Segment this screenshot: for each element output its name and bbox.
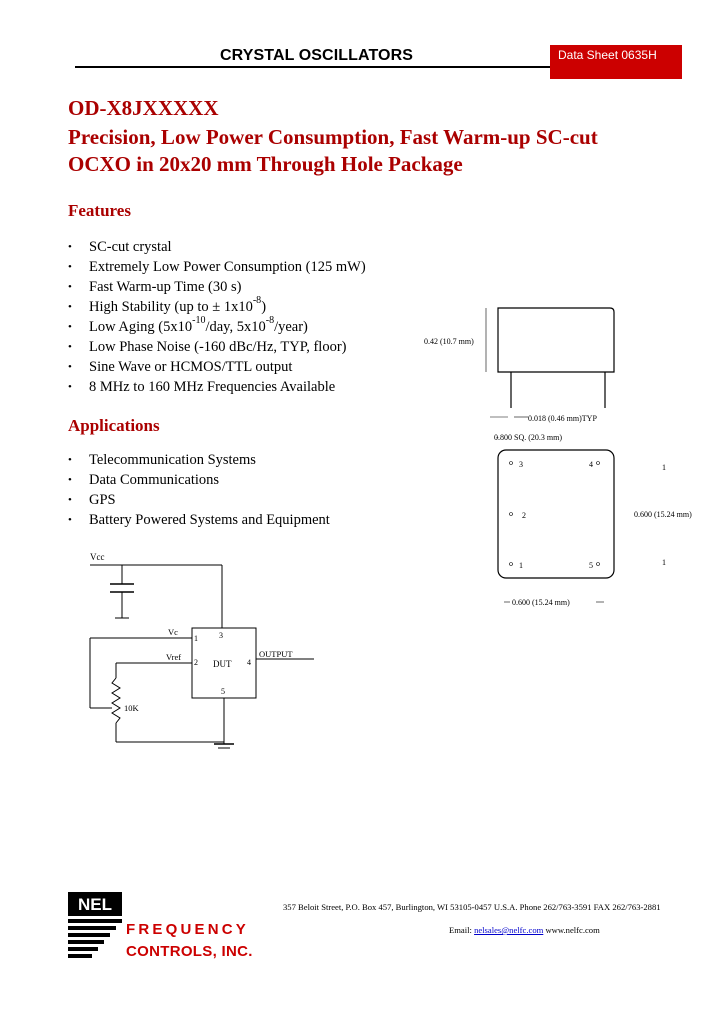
dut-label: DUT — [213, 659, 232, 669]
output-label: OUTPUT — [259, 649, 293, 659]
svg-text:-: - — [496, 433, 499, 442]
feature-item: Fast Warm-up Time (30 s) — [68, 278, 366, 298]
pin-spacing-horizontal-label: 0.600 (15.24 mm) — [512, 598, 570, 607]
potentiometer — [111, 677, 121, 724]
part-number: OD-X8JXXXXX — [68, 96, 219, 120]
datasheet-badge: Data Sheet 0635H — [550, 45, 682, 79]
header-rule — [75, 66, 682, 68]
contact-line: Email: nelsales@nelfc.com www.nelfc.com — [449, 925, 600, 935]
svg-text:3: 3 — [219, 631, 223, 640]
feature-item: SC-cut crystal — [68, 238, 366, 258]
pin-2-label: 2 — [522, 511, 526, 520]
nel-logo-text: NEL — [78, 895, 112, 914]
nel-logo: NEL — [68, 892, 122, 958]
header-title: CRYSTAL OSCILLATORS — [220, 47, 414, 64]
vcc-label: Vcc — [90, 552, 105, 562]
applications-heading: Applications — [68, 416, 160, 435]
pin-spacing-vertical-label: 0.600 (15.24 mm) — [634, 510, 692, 519]
product-subtitle-line1: Precision, Low Power Consumption, Fast W… — [68, 125, 598, 149]
pot-label: 10K — [124, 703, 140, 713]
datasheet-number: Data Sheet 0635H — [558, 48, 657, 62]
company-name-line1: FREQUENCY — [126, 921, 249, 938]
application-item: Telecommunication Systems — [68, 451, 330, 471]
pin-1-label: 1 — [519, 561, 523, 570]
company-name-line2: CONTROLS, INC. — [126, 943, 253, 960]
svg-text:5: 5 — [221, 687, 225, 696]
features-list: SC-cut crystal Extremely Low Power Consu… — [68, 238, 366, 398]
product-subtitle-line2: OCXO in 20x20 mm Through Hole Package — [68, 152, 463, 176]
svg-text:4: 4 — [247, 658, 251, 667]
feature-item: Extremely Low Power Consumption (125 mW) — [68, 258, 366, 278]
pin-3-label: 3 — [519, 460, 523, 469]
applications-list: Telecommunication Systems Data Communica… — [68, 451, 330, 531]
svg-text:2: 2 — [194, 658, 198, 667]
application-item: GPS — [68, 491, 330, 511]
website-link[interactable]: www.nelfc.com — [543, 925, 600, 935]
email-link[interactable]: nelsales@nelfc.com — [474, 925, 544, 935]
feature-item: Low Aging (5x10-10/day, 5x10-8/year) — [68, 316, 366, 338]
svg-text:1: 1 — [194, 634, 198, 643]
pin-4-label: 4 — [589, 460, 593, 469]
pin-5-label: 5 — [589, 561, 593, 570]
application-item: Battery Powered Systems and Equipment — [68, 511, 330, 531]
vc-label: Vc — [168, 627, 178, 637]
side-mark-bottom: 1 — [662, 558, 666, 567]
features-heading: Features — [68, 201, 131, 220]
test-circuit-schematic: Vcc DUT 3 1 2 4 5 Vc Vref 10K OUTPUT — [89, 552, 314, 749]
feature-item: Sine Wave or HCMOS/TTL output — [68, 358, 366, 378]
feature-item: Low Phase Noise (-160 dBc/Hz, TYP, floor… — [68, 338, 366, 358]
side-mark-top: 1 — [662, 463, 666, 472]
application-item: Data Communications — [68, 471, 330, 491]
feature-item: 8 MHz to 160 MHz Frequencies Available — [68, 378, 366, 398]
package-side-body — [497, 307, 615, 373]
company-address: 357 Beloit Street, P.O. Box 457, Burling… — [283, 902, 661, 912]
package-top-view — [497, 449, 615, 579]
width-label: 0.800 SQ. (20.3 mm) — [494, 433, 562, 442]
package-drawing: 0.42 (10.7 mm) 0.018 (0.46 mm)TYP 0.800 … — [424, 307, 692, 607]
height-label: 0.42 (10.7 mm) — [424, 337, 474, 346]
vref-label: Vref — [166, 652, 181, 662]
feature-item: High Stability (up to ± 1x10-8) — [68, 296, 366, 318]
pin-dimension-label: 0.018 (0.46 mm)TYP — [528, 414, 597, 423]
